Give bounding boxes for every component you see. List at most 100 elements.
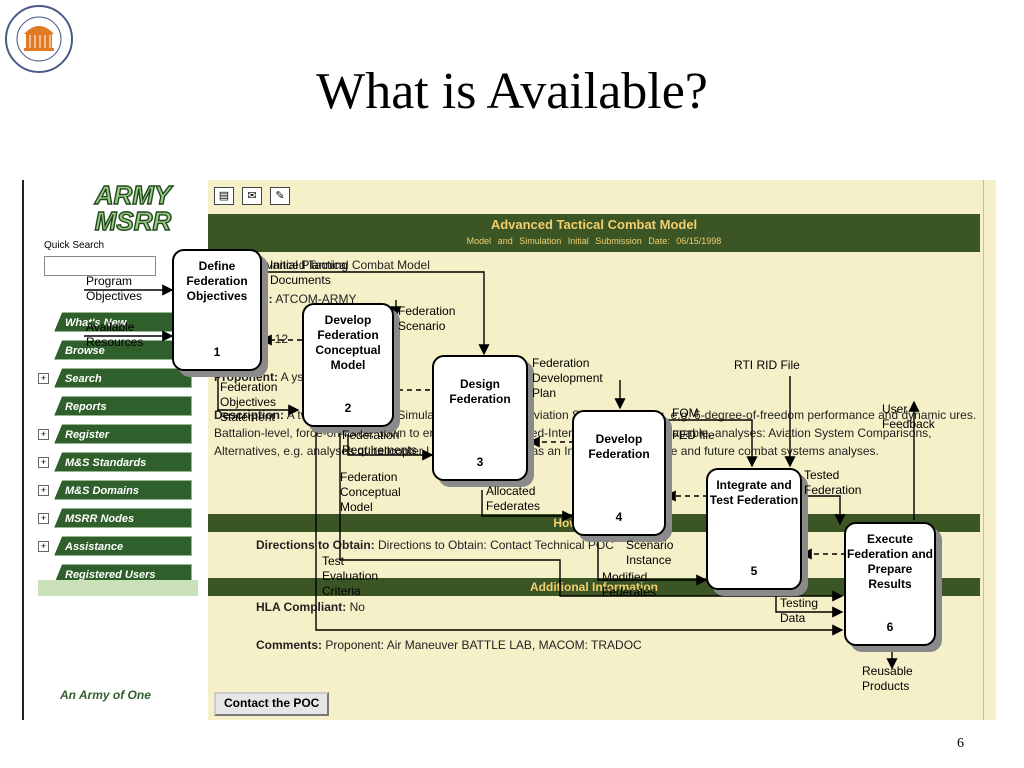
model-name: dvanced Tactical Combat Model: [260, 258, 430, 272]
step-number: 3: [476, 455, 484, 469]
process-step-2: Develop Federation Conceptual Model 2: [302, 303, 394, 427]
process-step-5: Integrate and Test Federation 5: [706, 468, 802, 590]
expand-icon[interactable]: +: [38, 429, 49, 440]
description-label: Description:: [214, 408, 285, 422]
army-msrr-logo: ARMY MSRR: [93, 182, 175, 234]
model-header: Advanced Tactical Combat Model Model and…: [208, 214, 980, 252]
process-step-3: Design Federation 3: [432, 355, 528, 481]
sidebar-item[interactable]: + MSRR Nodes: [38, 508, 198, 530]
quick-search-input[interactable]: [44, 256, 156, 276]
step-number: 5: [750, 564, 758, 578]
svg-text:ARMY: ARMY: [94, 182, 174, 210]
flow-fed-file: FED file: [672, 428, 715, 442]
sidebar-item-label[interactable]: Registered Users: [54, 564, 192, 584]
sidebar-item[interactable]: + M&S Standards: [38, 452, 198, 474]
toolbar: ▤ ✉ ✎: [214, 186, 298, 206]
comments-value: Proponent: Air Maneuver BATTLE LAB, MACO…: [325, 638, 642, 652]
page-number: 6: [957, 736, 964, 751]
sidebar-item-label[interactable]: M&S Standards: [54, 452, 192, 472]
hla-label: HLA Compliant:: [256, 600, 347, 614]
contact-poc-button[interactable]: Contact the POC: [214, 692, 330, 716]
expand-icon[interactable]: +: [38, 457, 49, 468]
arrow-planning-to-design: [262, 271, 490, 356]
slide-title: What is Available?: [316, 63, 708, 120]
sidebar-item-label[interactable]: Reports: [54, 396, 192, 416]
step-number: 1: [213, 345, 221, 359]
sidebar-item-label[interactable]: MSRR Nodes: [54, 508, 192, 528]
sidebar-item[interactable]: +Search: [38, 368, 198, 390]
vertical-scrollbar[interactable]: [983, 180, 996, 720]
sidebar-item-label[interactable]: What's New: [54, 312, 192, 332]
sidebar-item[interactable]: Browse: [38, 340, 198, 362]
sidebar-item-label[interactable]: Register: [54, 424, 192, 444]
program-value: ATCOM-ARMY: [275, 292, 357, 306]
sidebar-item-label[interactable]: M&S Domains: [54, 480, 192, 500]
document-icon[interactable]: ▤: [214, 187, 234, 205]
step-number: 2: [344, 401, 352, 415]
sidebar-item[interactable]: + Assistance: [38, 536, 198, 558]
step-title: Design Federation: [449, 377, 511, 406]
sidebar-item[interactable]: What's New: [38, 312, 198, 334]
arrow-objectives-to-model: [217, 372, 300, 416]
mail-icon[interactable]: ✉: [242, 187, 262, 205]
expand-icon[interactable]: +: [38, 373, 49, 384]
model-title: Advanced Tactical Combat Model: [490, 217, 698, 232]
arrow-integrate-to-testing: [775, 580, 844, 618]
sidebar-item[interactable]: Registered Users: [38, 564, 198, 586]
directions-value: Directions to Obtain: Contact Technical …: [378, 538, 614, 552]
arrow-develop-to-integrate: [597, 540, 708, 586]
step-number: 4: [615, 510, 623, 524]
sidebar-item-label[interactable]: Assistance: [54, 536, 192, 556]
step-number: 6: [886, 620, 894, 634]
step-title: Execute Federation and Prepare Results: [846, 532, 933, 591]
edit-icon[interactable]: ✎: [270, 187, 290, 205]
process-step-1: Define Federation Objectives 1: [172, 249, 262, 371]
university-seal: [5, 5, 73, 73]
comments-row: Comments: Proponent: Air Maneuver BATTLE…: [256, 638, 642, 652]
process-step-6: Execute Federation and Prepare Results 6: [844, 522, 936, 646]
army-motto: An Army of One: [60, 688, 151, 702]
step-title: Define Federation Objectives: [186, 259, 248, 303]
hla-row: HLA Compliant: No: [256, 600, 365, 614]
expand-icon[interactable]: +: [38, 485, 49, 496]
sidebar-item[interactable]: + Register: [38, 424, 198, 446]
arrow-design-to-develop: [481, 490, 574, 522]
sidebar-item[interactable]: Reports: [38, 396, 198, 418]
arrow-objectives-to-execute: [315, 420, 844, 636]
step-title: Develop Federation: [588, 432, 650, 461]
flow-fom: FOM: [672, 406, 699, 420]
flow-rti-rid: RTI RID File: [734, 358, 800, 372]
sidebar-item[interactable]: + M&S Domains: [38, 480, 198, 502]
expand-icon[interactable]: +: [38, 513, 49, 524]
arrow-model-to-design: [347, 435, 434, 461]
arrow-tested-to-execute: [800, 495, 846, 526]
step-title: Develop Federation Conceptual Model: [315, 313, 381, 372]
expand-icon[interactable]: +: [38, 541, 49, 552]
comments-label: Comments:: [256, 638, 323, 652]
quick-search-label: Quick Search: [44, 240, 105, 251]
svg-text:MSRR: MSRR: [95, 206, 172, 234]
step-title: Integrate and Test Federation: [709, 478, 799, 507]
model-subtitle: Model and Simulation Initial Submission …: [466, 236, 722, 246]
sidebar-item-label[interactable]: Browse: [54, 340, 192, 360]
sidebar-footer-strip: [38, 580, 198, 596]
hla-value: No: [349, 600, 365, 614]
proponent-label: Proponent:: [214, 370, 278, 384]
